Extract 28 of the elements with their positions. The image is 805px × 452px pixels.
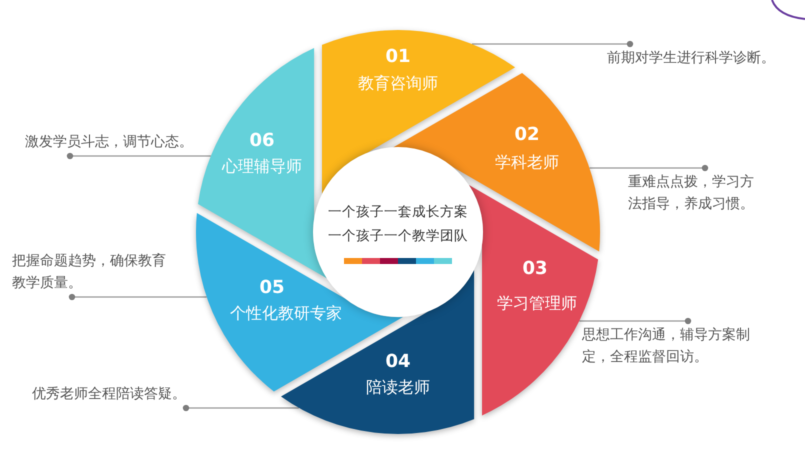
role-label: 学科老师 [494,152,559,172]
step-number: 03 [522,258,548,280]
role-label: 个性化教研专家 [230,303,342,323]
step-number: 06 [249,130,275,152]
slogan-text: 一个孩子一套成长方案 [328,203,468,222]
leader-line [579,318,692,324]
description-text: 把握命题趋势，确保教育教学质量。 [12,250,171,294]
role-label: 陪读老师 [366,377,430,397]
role-label: 学习管理师 [496,293,577,313]
leader-line [182,404,299,412]
description-text: 重难点点拨，学习方法指导，养成习惯。 [628,171,759,215]
step-number: 05 [259,277,285,299]
step-number: 04 [385,351,411,373]
step-number: 01 [385,46,411,68]
leader-line [66,152,211,160]
description-text: 激发学员斗志，调节心态。 [25,131,193,153]
role-label: 心理辅导师 [222,156,302,176]
description-text: 优秀老师全程陪读答疑。 [32,383,186,405]
description-text: 前期对学生进行科学诊断。 [607,47,775,69]
role-label: 教育咨询师 [358,73,438,93]
blade-segment [198,48,328,279]
description-text: 思想工作沟通，辅导方案制定，全程监督回访。 [582,324,754,368]
leader-line [68,294,207,300]
step-number: 02 [514,124,540,146]
blade-segment [392,72,600,252]
leader-line [472,40,634,48]
leader-line [590,164,708,172]
slogan-text: 一个孩子一个教学团队 [328,227,468,246]
